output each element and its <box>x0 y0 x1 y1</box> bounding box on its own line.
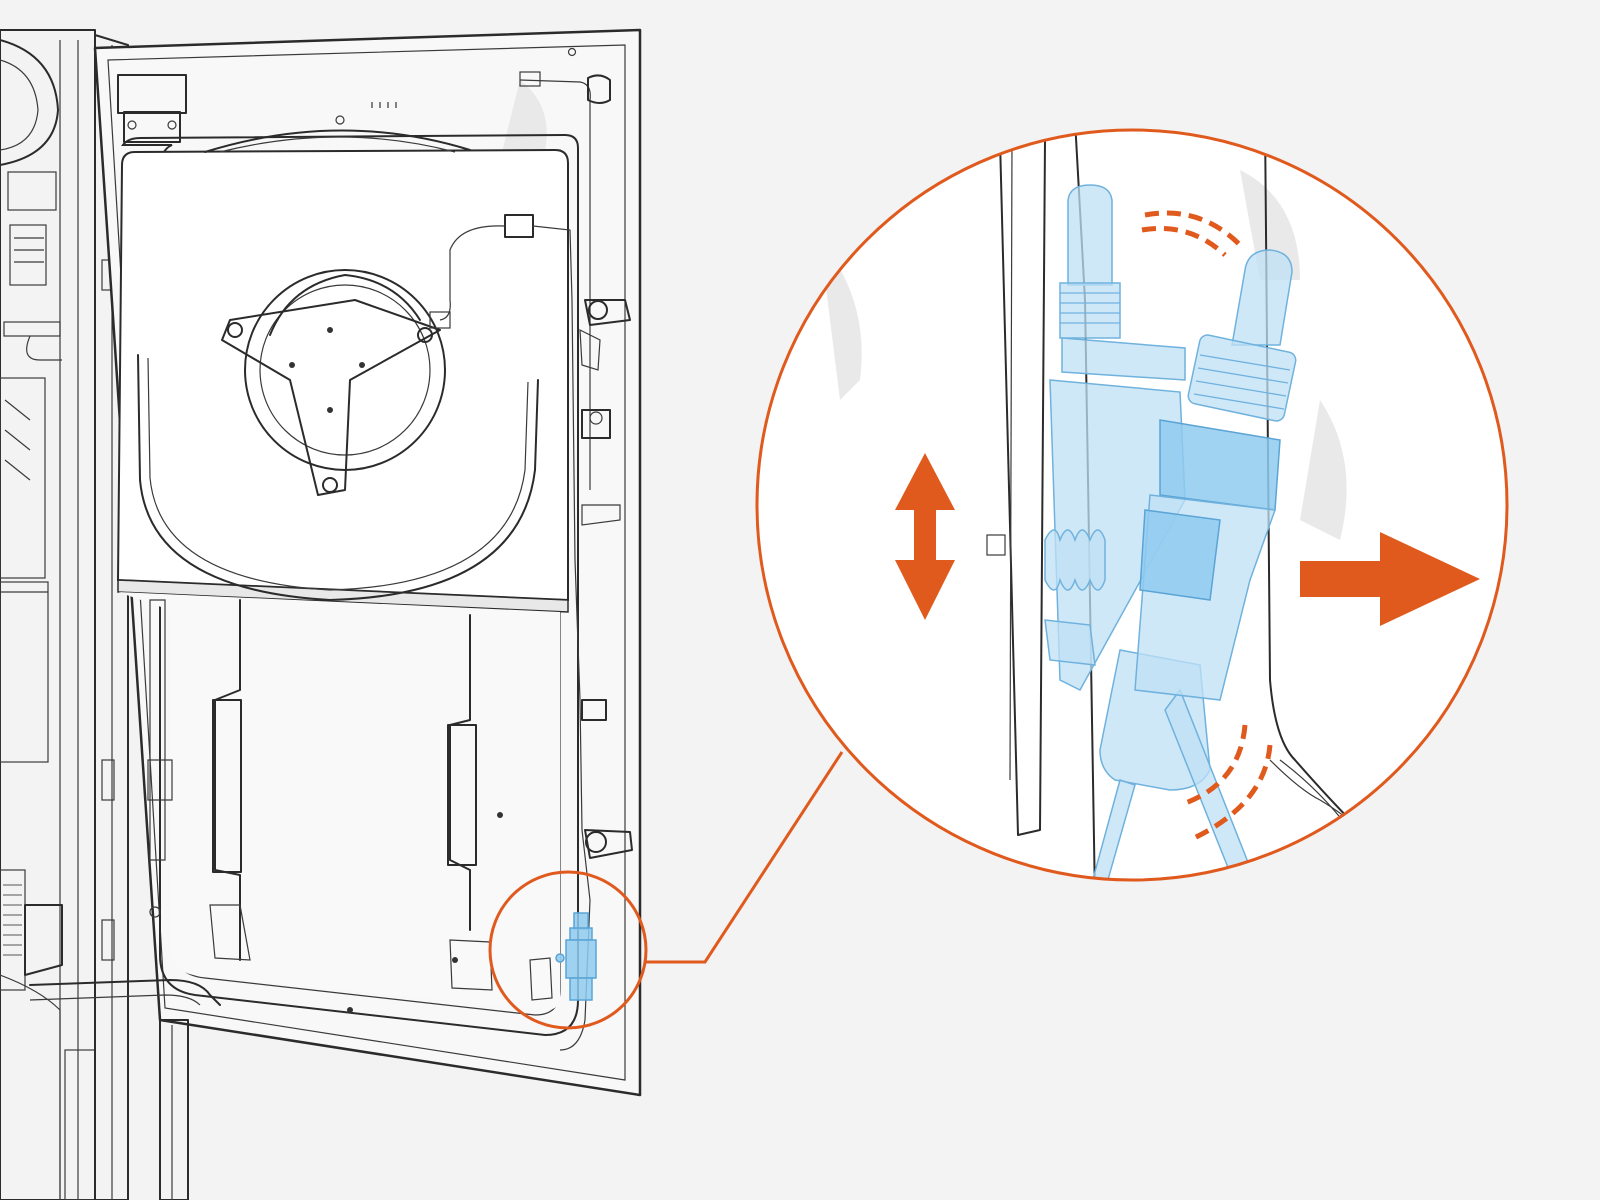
rotation-arc-bottom <box>1188 744 1273 843</box>
right-arrow-icon <box>1300 532 1480 626</box>
cabinet-body <box>0 29 96 1200</box>
callout-indicator <box>488 751 844 1030</box>
zoom-detail <box>755 128 1509 882</box>
rotation-arc-bottom-inner <box>1179 724 1248 808</box>
door-latch-mid <box>581 409 621 526</box>
door-latch-bottom <box>581 699 633 859</box>
door-latch-top <box>579 299 631 371</box>
callout-leader-line <box>646 751 844 964</box>
zoom-circle-border <box>755 128 1509 882</box>
spring <box>1044 529 1106 591</box>
double-vertical-arrow-icon <box>895 453 955 620</box>
rotation-arc-top-inner <box>1141 225 1227 257</box>
open-door <box>29 28 642 1200</box>
rotation-arc-top <box>1144 210 1242 247</box>
sensor-assembly-zoom <box>1044 184 1297 880</box>
fan-assembly <box>221 269 451 496</box>
highlighted-sensor-part <box>529 912 597 1001</box>
small-detail-circle <box>488 870 648 1030</box>
